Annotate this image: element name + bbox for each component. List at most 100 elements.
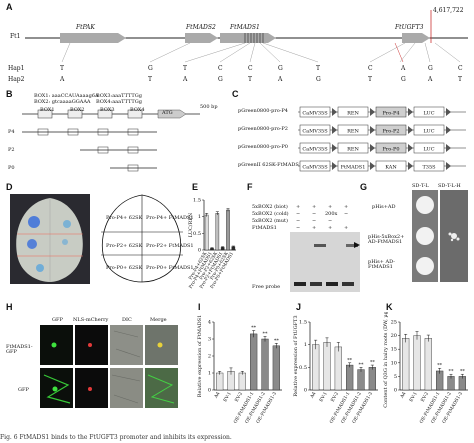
svg-text:+: + [328,225,332,231]
y-tick-label: 25 [391,320,397,326]
y-tick-label: 5 [394,374,397,380]
quad-p2-62sk: Pro-P2+ 62SK [106,243,143,249]
y-tick-label: 10 [391,360,397,366]
gene-label-ftmads2: FtMADS2 [186,24,216,31]
f-plus-minus: ++++ −−− −−− −+++ [296,204,348,231]
microscopy-grid [40,325,178,408]
hap1-allele: C [368,65,373,72]
construct-part-label: LUC [423,147,434,153]
panel-label-b: B [6,89,13,99]
h-col-merge: Merge [150,317,167,323]
bar [261,338,269,391]
position-label: 4,617,722 [433,7,464,14]
construct-part-label: FtMADS1 [341,165,366,171]
x-tick-label: EV-1 [222,391,233,403]
hap2-allele: G [218,76,223,83]
significance-mark: ** [263,331,269,337]
construct-part: REN [337,142,369,154]
svg-text:+: + [344,204,348,210]
panel-label-d: D [6,182,13,192]
y-tick-label: 20 [391,333,397,339]
bar [204,214,209,251]
construct-part: LUC [413,124,445,136]
y-tick-label: 0.5 [299,365,307,371]
free-probe-label: Free probe [252,284,281,290]
construct-part: Pro-P2 [375,124,407,136]
construct-terminator [332,126,337,134]
panel-label-f: F [247,182,253,192]
hap1-label: Hap1 [8,65,25,72]
bar [334,346,342,391]
yeast-plates [412,190,468,282]
quad-p0-62sk: Pro-P0+ 62SK [106,265,143,271]
construct-part-label: REN [347,147,359,153]
hap1-allele: C [248,65,253,72]
bar [357,369,365,391]
svg-text:+: + [344,225,348,231]
construct-part: LUC [413,106,445,118]
construct-terminator [408,144,413,152]
bar [346,364,354,391]
g-row-2: pHis-5xBox2+ AD-FtMADS1 [368,234,405,245]
construct-part: Pro-P0 [375,142,407,154]
y-tick-label: 0 [198,248,201,254]
bar [238,372,246,391]
hap2-allele: A [183,76,188,83]
bar [424,338,432,391]
construct-part: CaMV35S [299,124,331,136]
leaf-image [10,194,90,284]
y-tick-label: 1 [208,371,211,377]
hap2-label: Hap2 [8,76,25,83]
svg-text:−: − [312,211,316,217]
construct-part-label: CaMV35S [302,111,328,117]
bar [216,372,224,391]
x-tick-label: A4 [399,391,408,400]
hap1-allele: G [148,65,153,72]
panel-label-g: G [360,182,368,192]
construct-name: pGreen0800-pro-P2 [238,126,288,132]
g-row-3: pHis+ AD-FtMADS1 [368,259,395,270]
panel-label-c: C [232,89,239,99]
construct-part: CaMV35S [299,142,331,154]
construct-part: Pro-P4 [375,106,407,118]
x-tick-label: EV-1 [318,391,329,403]
construct-part: LUC [413,142,445,154]
y-axis-label: LUC/REN [188,212,194,237]
y-tick-label: 2 [208,354,211,360]
svg-text:+: + [312,204,316,210]
x-tick-label: EV-1 [408,391,419,403]
f-row-ftmads1: FtMADS1 [252,225,277,231]
hap2-allele: A [60,76,65,83]
box3-seq: BOX3:aaaTTTTGg [96,93,142,99]
quad-p0-ftmads1: Pro-P0+ FtMADS1 [146,265,194,271]
atg-label: ATG [162,110,173,116]
h-row-gfp: GFP [18,387,29,393]
construct-terminator [446,144,451,152]
construct-name: pGreenII 62SK-FtMADS1 [238,162,302,168]
construct-terminator [370,126,375,134]
gene-label-ftugft3: FtUGFT3 [395,24,424,31]
x-tick-label: EV-2 [420,391,431,403]
y-tick-label: 1 [198,214,201,220]
construct-part-label: KAN [385,165,397,171]
y-tick-label: 0 [394,388,397,394]
x-tick-label: A4 [309,391,318,400]
scale-label: 500 bp [200,104,218,110]
box4-seq: BOX4:aaaTTTTGg [96,99,142,105]
hap1-allele: T [60,65,65,72]
significance-mark: ** [274,338,280,344]
panel-label-k: K [386,302,393,312]
construct-part: CaMV35S [299,160,331,172]
construct-part-label: CaMV35S [302,129,328,135]
construct-part: T35S [413,160,445,172]
svg-text:+: + [312,225,316,231]
hap2-allele: T [248,76,253,83]
x-tick-label: EV-2 [330,391,341,403]
bar [413,335,421,391]
bar [368,367,376,391]
chart-e: 00.511.5Pro-P4+62SKPro-P4+FtMADS1Pro-P2+… [188,198,236,290]
